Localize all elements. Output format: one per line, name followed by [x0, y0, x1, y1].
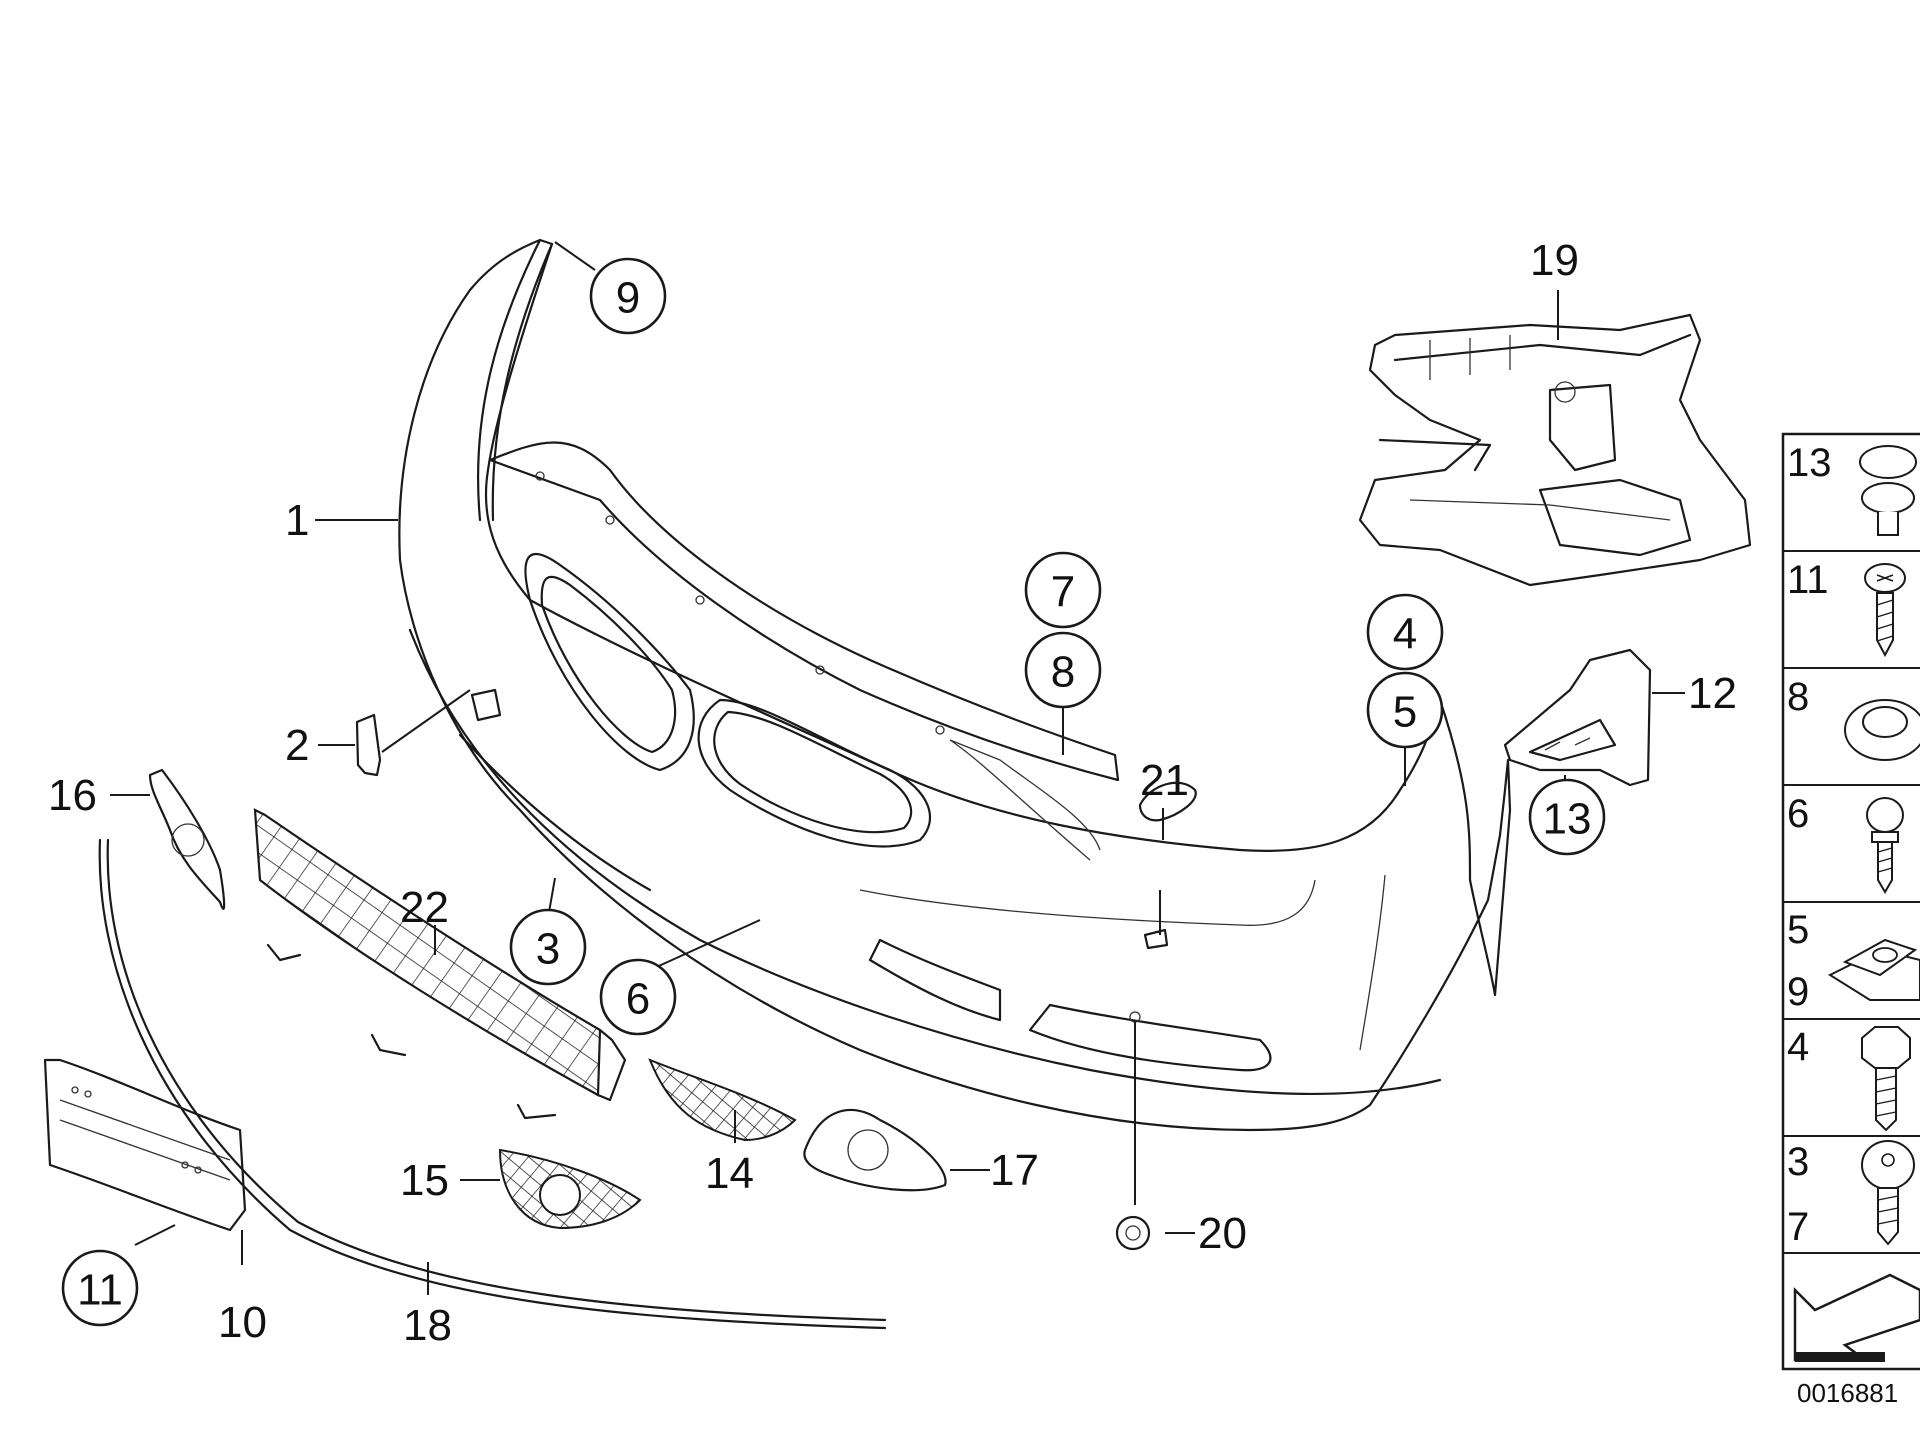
side-grille-part	[648, 1058, 797, 1142]
panel-row-5-number-a: 5	[1787, 908, 1809, 952]
panel-row-6-number: 4	[1787, 1025, 1809, 1069]
grommet-icon	[1844, 699, 1920, 761]
panel-row-4-number: 6	[1787, 792, 1809, 836]
license-plate-bracket-part	[43, 1058, 247, 1232]
svg-text:4: 4	[1393, 610, 1417, 659]
arrow-icon	[1793, 1273, 1920, 1362]
callout-5: 5	[1366, 671, 1444, 749]
bumper-cover-part	[398, 238, 1512, 1132]
carrier-bracket-part	[1358, 313, 1752, 587]
tow-eye-cover-part	[1143, 928, 1169, 950]
panel-row-2-number: 11	[1787, 558, 1829, 602]
callout-16: 16	[48, 771, 97, 820]
trim-strip-part	[98, 838, 887, 1330]
flange-screw-icon	[1861, 1140, 1915, 1246]
air-duct-part	[1503, 648, 1652, 787]
panel-row-5-number-b: 9	[1787, 970, 1809, 1014]
svg-text:6: 6	[626, 975, 650, 1024]
callout-2: 2	[285, 721, 309, 770]
push-clip-icon	[1859, 445, 1917, 536]
fastener-panel: 13 11 8 6 5 9	[1781, 432, 1920, 1371]
spring-nut-icon	[1827, 938, 1920, 1001]
callout-1: 1	[285, 496, 309, 545]
svg-text:5: 5	[1393, 688, 1417, 737]
svg-text:13: 13	[1543, 795, 1592, 844]
callout-14: 14	[705, 1149, 754, 1198]
callout-10: 10	[218, 1298, 267, 1347]
center-grille-part	[253, 808, 627, 1120]
callout-11: 11	[61, 1249, 139, 1327]
svg-text:8: 8	[1051, 648, 1075, 697]
callout-9: 9	[589, 257, 667, 335]
callout-6: 6	[599, 958, 677, 1036]
panel-row-7-number-b: 7	[1787, 1205, 1809, 1249]
svg-text:7: 7	[1051, 568, 1075, 617]
torx-screw-icon	[1866, 797, 1904, 894]
panel-row-3-number: 8	[1787, 675, 1809, 719]
callout-19: 19	[1530, 236, 1579, 285]
callout-3: 3	[509, 908, 587, 986]
svg-text:9: 9	[616, 274, 640, 323]
callout-22: 22	[400, 883, 449, 932]
screw-icon	[1864, 563, 1906, 658]
callout-20: 20	[1198, 1209, 1247, 1258]
callout-8: 8	[1024, 631, 1102, 709]
svg-text:3: 3	[536, 925, 560, 974]
callout-7: 7	[1024, 551, 1102, 629]
callout-17: 17	[990, 1146, 1039, 1195]
panel-row-7-number-a: 3	[1787, 1140, 1809, 1184]
fog-grille-part	[498, 1148, 642, 1230]
bracket-part	[355, 713, 382, 777]
leader-lines	[110, 241, 1685, 1295]
callout-4: 4	[1366, 593, 1444, 671]
callout-15: 15	[400, 1156, 449, 1205]
hex-bolt-icon	[1861, 1026, 1911, 1132]
catalog-number: 0016881	[1797, 1378, 1898, 1408]
callout-21: 21	[1140, 756, 1189, 805]
callout-18: 18	[403, 1301, 452, 1350]
svg-text:11: 11	[77, 1266, 123, 1315]
panel-row-1-number: 13	[1787, 441, 1832, 485]
callout-12: 12	[1688, 669, 1737, 718]
callout-13: 13	[1528, 778, 1606, 856]
fog-light-trim-left-part	[148, 768, 226, 910]
tow-hook-cap-part	[1138, 781, 1197, 822]
expanding-nut-part	[1115, 1022, 1151, 1251]
fog-ring-part	[803, 1108, 947, 1192]
